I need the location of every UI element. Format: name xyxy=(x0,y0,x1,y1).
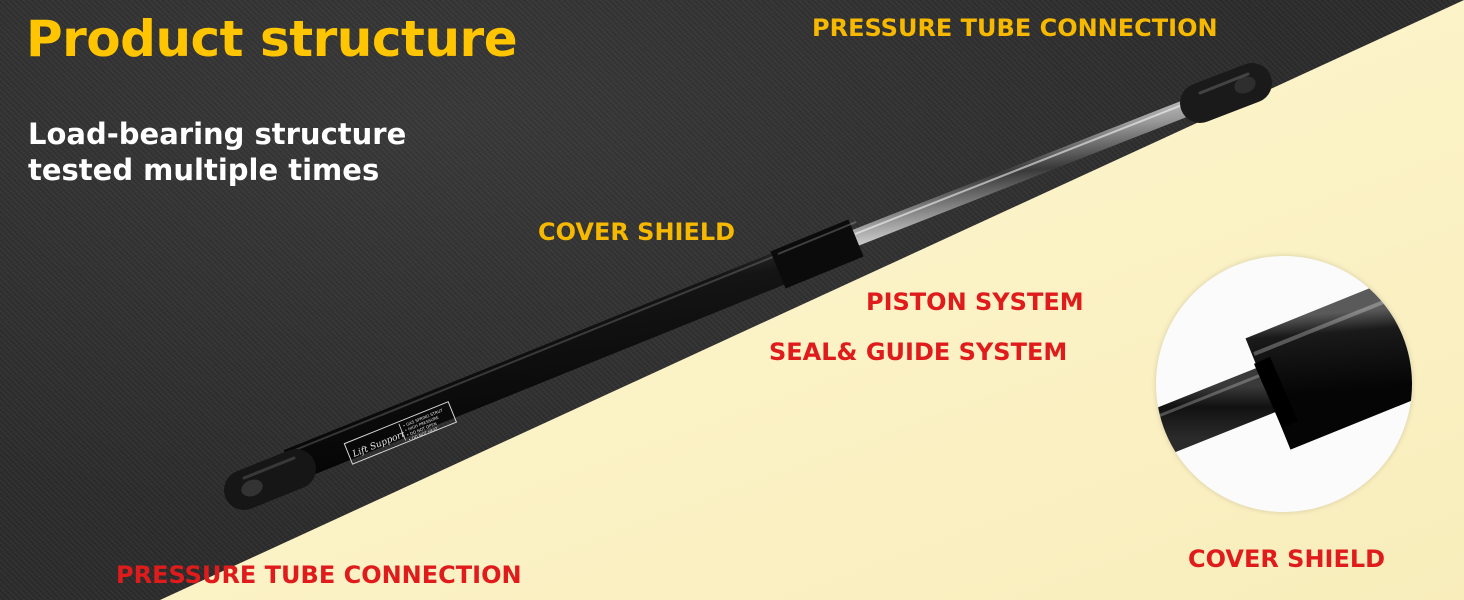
label-piston-system: PISTON SYSTEM xyxy=(866,288,1084,316)
page-title: Product structure xyxy=(26,10,518,68)
label-cover-shield-right: COVER SHIELD xyxy=(1188,545,1386,573)
cover-shield-detail-zoom xyxy=(1156,256,1412,512)
label-pressure-tube-connection-top: PRESSURE TUBE CONNECTION xyxy=(812,14,1218,42)
label-seal-guide-system: SEAL& GUIDE SYSTEM xyxy=(769,338,1068,366)
cylinder-body xyxy=(283,248,797,482)
subtitle-line-2: tested multiple times xyxy=(28,153,380,187)
bottom-end-fitting xyxy=(224,449,316,510)
cover-shield-closeup-image xyxy=(1156,271,1412,460)
label-cover-shield-left: COVER SHIELD xyxy=(538,218,736,246)
cover-shield-sleeve xyxy=(770,219,864,289)
subtitle-line-1: Load-bearing structure xyxy=(28,117,407,151)
label-pressure-tube-connection-bottom: PRESSURE TUBE CONNECTION xyxy=(116,561,522,589)
subtitle: Load-bearing structure tested multiple t… xyxy=(28,116,406,188)
top-end-fitting xyxy=(1180,63,1272,123)
piston-rod xyxy=(846,89,1221,247)
